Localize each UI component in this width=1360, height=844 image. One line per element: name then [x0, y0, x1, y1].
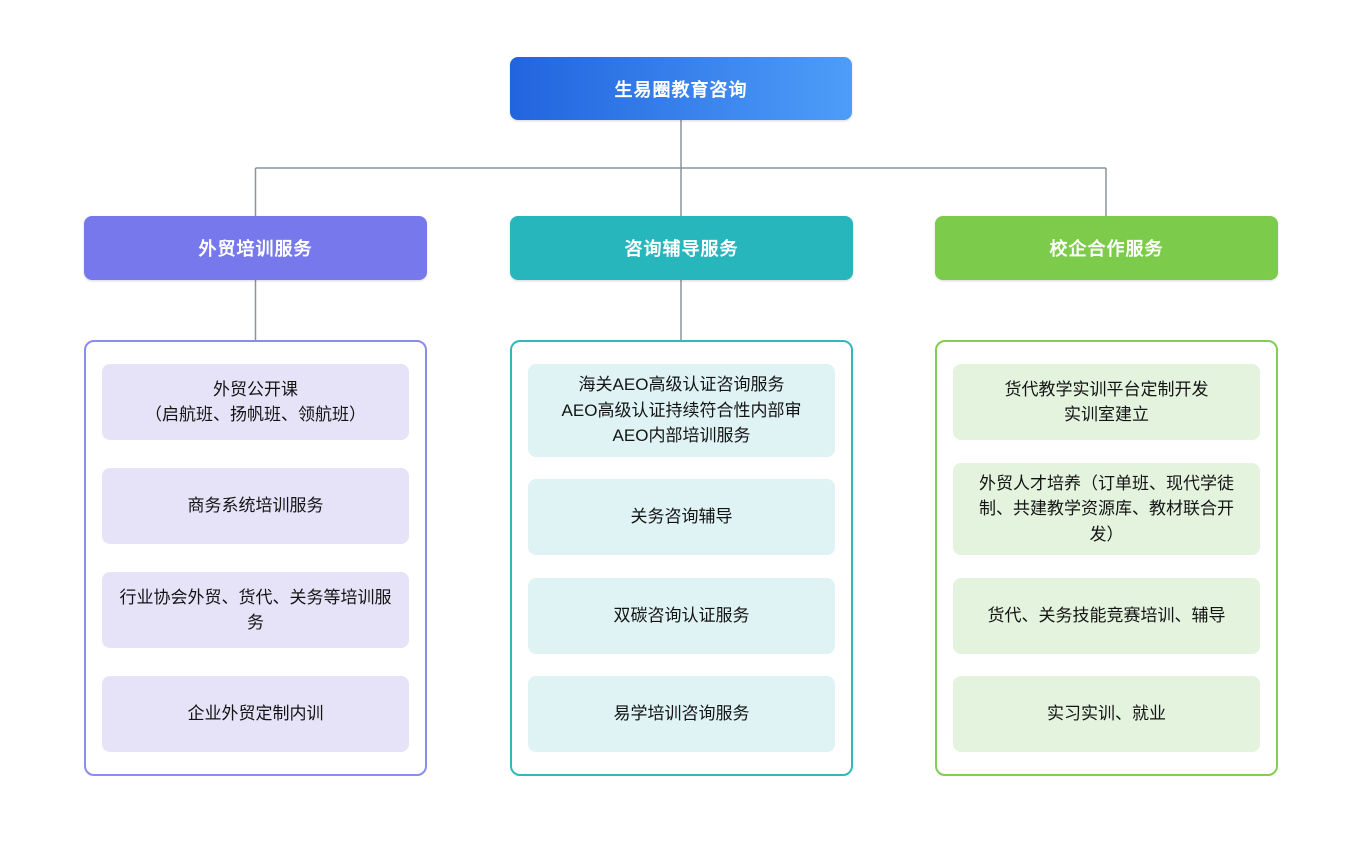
service-item: 货代、关务技能竞赛培训、辅导: [953, 577, 1260, 654]
service-item: 双碳咨询认证服务: [528, 577, 835, 654]
branch-header-label: 咨询辅导服务: [624, 239, 739, 259]
service-item: 货代教学实训平台定制开发 实训室建立: [953, 364, 1260, 440]
root-node-label: 生易圈教育咨询: [614, 79, 748, 100]
branch-container-trade-training: 外贸公开课 （启航班、扬帆班、领航班） 商务系统培训服务 行业协会外贸、货代、关…: [84, 340, 427, 776]
service-item: 易学培训咨询服务: [528, 676, 835, 752]
service-item: 海关AEO高级认证咨询服务 AEO高级认证持续符合性内部审 AEO内部培训服务: [528, 364, 835, 457]
service-item: 外贸公开课 （启航班、扬帆班、领航班）: [102, 364, 409, 440]
branch-header-label: 外贸培训服务: [198, 239, 313, 259]
branch-header-consulting: 咨询辅导服务: [510, 216, 853, 280]
branch-container-consulting: 海关AEO高级认证咨询服务 AEO高级认证持续符合性内部审 AEO内部培训服务 …: [510, 340, 853, 776]
branch-header-trade-training: 外贸培训服务: [84, 216, 427, 280]
branch-header-label: 校企合作服务: [1049, 239, 1164, 259]
service-item: 行业协会外贸、货代、关务等培训服务: [102, 572, 409, 648]
branch-header-school-enterprise: 校企合作服务: [935, 216, 1278, 280]
service-item: 企业外贸定制内训: [102, 676, 409, 752]
root-node: 生易圈教育咨询: [510, 57, 852, 120]
service-item: 商务系统培训服务: [102, 468, 409, 544]
service-item: 关务咨询辅导: [528, 479, 835, 555]
branch-container-school-enterprise: 货代教学实训平台定制开发 实训室建立 外贸人才培养（订单班、现代学徒制、共建教学…: [935, 340, 1278, 776]
service-item: 外贸人才培养（订单班、现代学徒制、共建教学资源库、教材联合开发）: [953, 462, 1260, 555]
service-item: 实习实训、就业: [953, 676, 1260, 752]
